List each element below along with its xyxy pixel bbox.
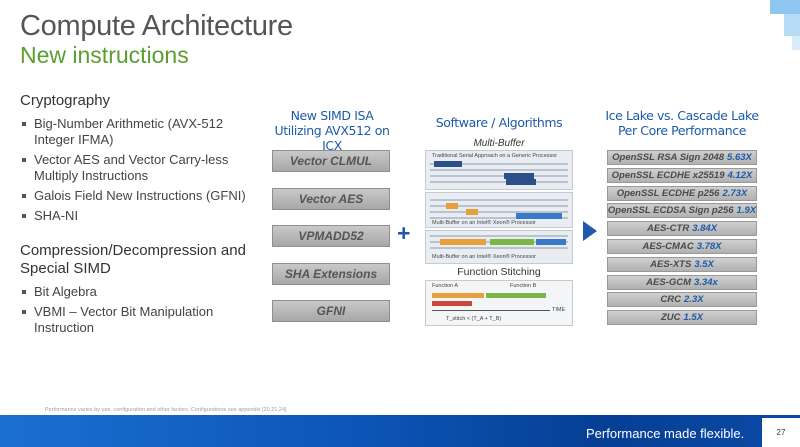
function-stitching-panel: Function A Function B TIME T_stitch < (T…: [425, 280, 573, 326]
isa-item-vpmadd52: VPMADD52: [272, 225, 390, 247]
isa-item-vector-aes: Vector AES: [272, 187, 390, 210]
list-item: Vector AES and Vector Carry-less Multipl…: [20, 152, 265, 184]
page-number: 27: [762, 418, 800, 447]
list-item: Bit Algebra: [20, 284, 265, 300]
corner-decoration-icon: [770, 0, 800, 50]
compression-heading: Compression/Decompression and Special SI…: [20, 242, 246, 277]
perf-label: AES-GCM: [646, 276, 692, 288]
isa-item-gfni: GFNI: [272, 300, 390, 322]
perf-value: 1.5X: [683, 312, 704, 324]
footer-tagline: Performance made flexible.: [586, 426, 745, 441]
slide-subtitle: New instructions: [20, 42, 189, 68]
multi-buffer-label: Multi-Buffer: [473, 138, 525, 149]
perf-label: ZUC: [660, 312, 681, 324]
panel-caption: Multi-Buffer on an Intel® Xeon® Processo…: [432, 254, 536, 260]
plus-icon: +: [397, 220, 411, 246]
isa-item-sha-extensions: SHA Extensions: [272, 262, 390, 285]
perf-label: CRC: [660, 294, 682, 306]
list-item: SHA-NI: [20, 208, 265, 224]
perf-label: AES-CMAC: [642, 240, 694, 252]
list-item: VBMI – Vector Bit Manipulation Instructi…: [20, 304, 265, 336]
isa-heading: New SIMD ISA Utilizing AVX512 on ICX: [274, 108, 390, 153]
perf-value: 4.12X: [727, 169, 753, 181]
perf-label: OpenSSL ECDHE x25519: [611, 169, 725, 181]
multi-buffer-panel-2: Multi-Buffer on an Intel® Xeon® Processo…: [425, 230, 573, 264]
perf-value: 3.34x: [694, 276, 718, 288]
function-stitching-label: Function Stitching: [457, 266, 541, 278]
perf-label: AES-CTR: [646, 223, 690, 235]
perf-value: 2.73X: [722, 187, 748, 199]
footer-bar: [0, 415, 800, 447]
isa-item-vector-clmul: Vector CLMUL: [272, 150, 390, 172]
time-label: TIME: [552, 307, 566, 313]
list-item: Galois Field New Instructions (GFNI): [20, 188, 265, 204]
perf-label: OpenSSL ECDHE p256: [616, 187, 720, 199]
multi-buffer-panel: Multi-Buffer on an Intel® Xeon® Processo…: [425, 192, 573, 228]
footnote: Performance varies by use, configuration…: [45, 407, 287, 413]
function-a-label: Function A: [432, 283, 458, 289]
right-arrow-icon: [583, 221, 597, 241]
list-item: Big-Number Arithmetic (AVX-512 Integer I…: [20, 116, 265, 148]
perf-value: 5.63X: [727, 152, 752, 163]
serial-approach-panel: Traditional Serial Approach on a Generic…: [425, 150, 573, 190]
panel-caption: Multi-Buffer on an Intel® Xeon® Processo…: [432, 220, 536, 226]
perf-value: 3.78X: [696, 240, 722, 252]
slide-title: Compute Architecture: [20, 10, 293, 42]
left-column: Cryptography Big-Number Arithmetic (AVX-…: [20, 92, 265, 340]
perf-label: AES-XTS: [650, 258, 692, 270]
software-heading: Software / Algorithms: [435, 115, 563, 130]
perf-value: 1.9X: [736, 205, 757, 217]
perf-label: OpenSSL ECDSA Sign p256: [607, 205, 734, 217]
perf-value: 3.5X: [694, 258, 714, 270]
perf-value: 2.3X: [684, 294, 704, 306]
isa-list: Vector CLMUL Vector AES VPMADD52 SHA Ext…: [272, 150, 390, 338]
perf-value: 3.84X: [692, 223, 718, 235]
software-algorithms-graphic: Multi-Buffer Traditional Serial Approach…: [425, 135, 573, 327]
cryptography-list: Big-Number Arithmetic (AVX-512 Integer I…: [20, 116, 265, 224]
compression-list: Bit Algebra VBMI – Vector Bit Manipulati…: [20, 284, 265, 336]
function-b-label: Function B: [510, 283, 537, 289]
perf-heading: Ice Lake vs. Cascade Lake Per Core Perfo…: [605, 108, 759, 138]
stitch-formula: T_stitch < (T_A + T_B): [446, 316, 502, 322]
perf-label: OpenSSL RSA Sign 2048: [612, 152, 725, 163]
cryptography-heading: Cryptography: [20, 92, 111, 109]
panel-caption: Traditional Serial Approach on a Generic…: [432, 153, 558, 159]
